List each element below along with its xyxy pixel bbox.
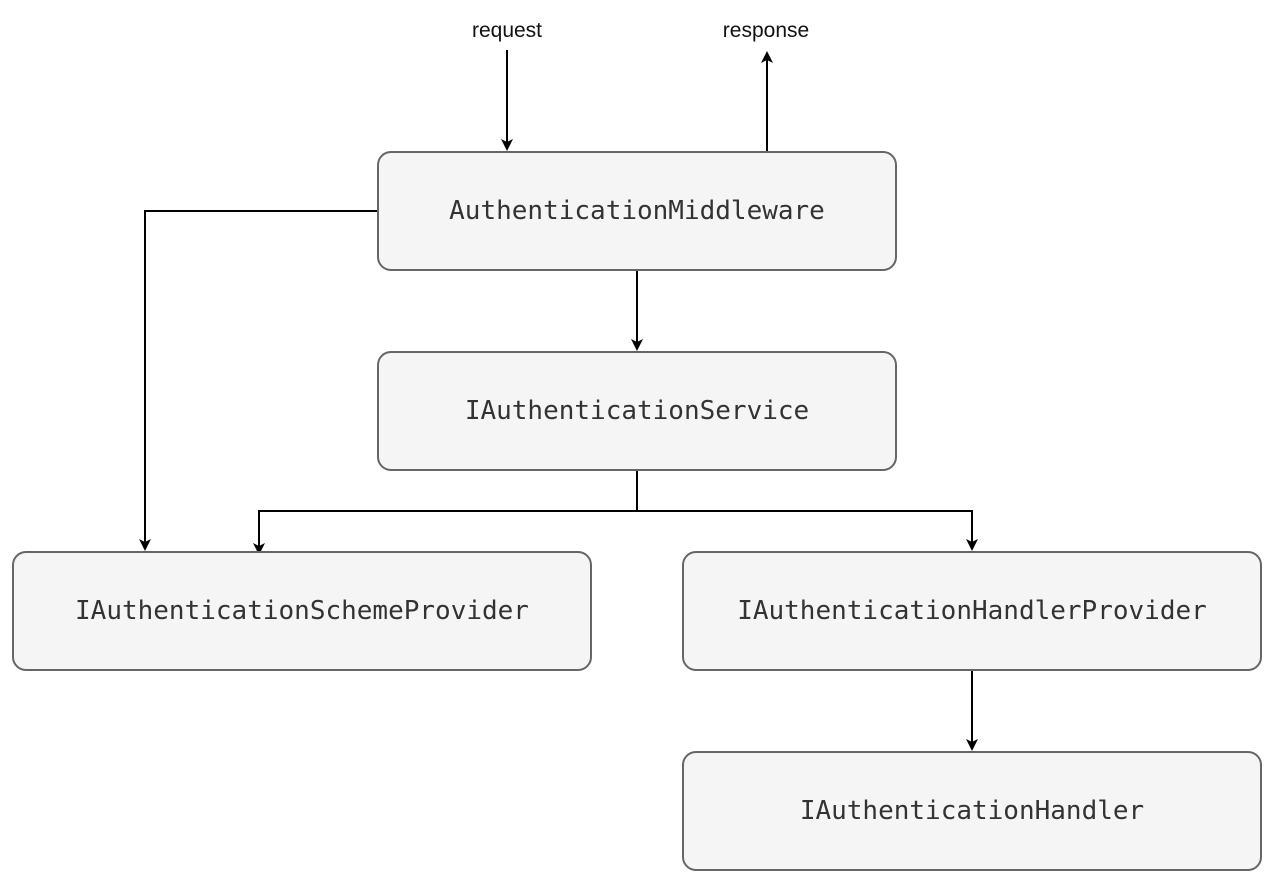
edge-service-to-scheme-provider [253,471,638,555]
node-authentication-scheme-provider[interactable]: IAuthenticationSchemeProvider [12,551,592,671]
edge-service-to-handler-provider [637,510,978,551]
node-authentication-service[interactable]: IAuthenticationService [377,351,897,471]
edge-middleware-to-scheme-provider [139,210,377,551]
request-label: request [471,19,543,42]
node-authentication-handler[interactable]: IAuthenticationHandler [682,751,1262,871]
response-label: response [722,19,810,42]
node-authentication-handler-provider[interactable]: IAuthenticationHandlerProvider [682,551,1262,671]
node-authentication-middleware[interactable]: AuthenticationMiddleware [377,151,897,271]
